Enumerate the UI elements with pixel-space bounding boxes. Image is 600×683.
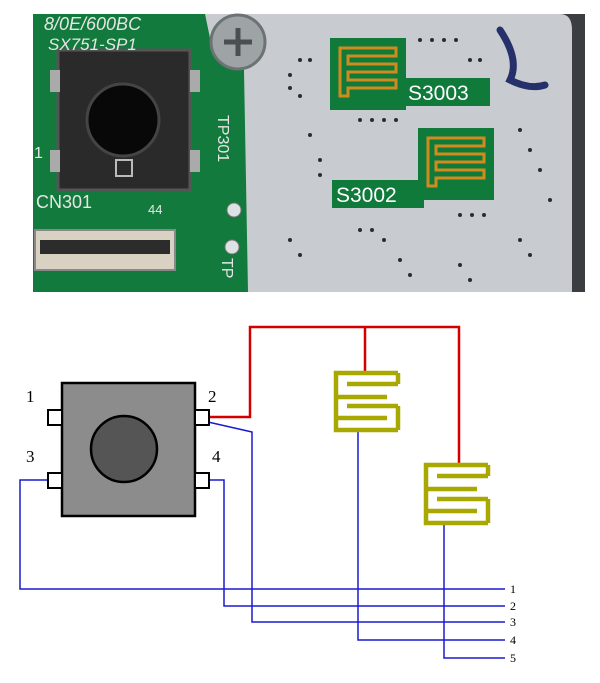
pcb-label-s3002: S3002	[336, 184, 397, 207]
pcb-label-44: 44	[148, 202, 162, 217]
terminal-labels: 1 2 3 4 5	[510, 582, 516, 665]
sensor-pad-right	[423, 462, 491, 526]
pin-3-label: 3	[26, 447, 35, 466]
pcb-photo: 8/0E/600BC SX751-SP1 1 CN301 44 TP301 TP…	[0, 0, 600, 305]
sensor-s3002-photo	[418, 128, 494, 200]
terminal-2-label: 2	[510, 599, 516, 613]
test-point	[224, 239, 240, 255]
connector-slot	[40, 240, 170, 254]
switch-marker	[115, 159, 133, 177]
screw-slot	[224, 28, 252, 56]
pin-1-tab	[47, 409, 63, 426]
terminal-4-label: 4	[510, 633, 516, 647]
signal-wires	[19, 421, 505, 659]
pcb-label-tp: TP	[218, 258, 235, 278]
label-plate	[404, 78, 490, 106]
sensor-s3003-photo	[330, 38, 406, 110]
sensor-pad-left	[333, 370, 401, 433]
pcb-code-second: SX751-SP1	[48, 35, 137, 54]
pen-mark	[496, 26, 549, 91]
pcb-label-s3003: S3003	[408, 82, 469, 105]
common-wire	[208, 325, 461, 463]
switch-button	[89, 414, 159, 484]
pin-3-tab	[47, 472, 63, 489]
gold-contact	[338, 46, 398, 98]
switch-leg	[50, 150, 60, 172]
pin-4-label: 4	[212, 447, 221, 466]
pin-1-label: 1	[26, 387, 35, 406]
wiring-schematic: 1 2 3 4 1 2 3 4 5	[19, 325, 516, 665]
pcb-label-cn301: CN301	[36, 192, 92, 212]
label-plate	[332, 180, 424, 208]
switch-leg	[190, 70, 200, 92]
pcb-label-tp301: TP301	[214, 115, 231, 162]
switch-leg	[50, 70, 60, 92]
terminal-5-label: 5	[510, 651, 516, 665]
pcb-code-top: 8/0E/600BC	[44, 14, 142, 34]
pin-2-label: 2	[208, 387, 217, 406]
pin-2-tab	[194, 409, 210, 426]
pcb-label-1: 1	[34, 145, 43, 162]
terminal-3-label: 3	[510, 615, 516, 629]
pin-4-tab	[194, 472, 210, 489]
terminal-1-label: 1	[510, 582, 516, 596]
via-holes	[288, 38, 552, 282]
test-point	[226, 202, 242, 218]
switch-leg	[190, 150, 200, 172]
gold-contact	[426, 136, 486, 188]
switch-button-photo	[85, 82, 161, 158]
